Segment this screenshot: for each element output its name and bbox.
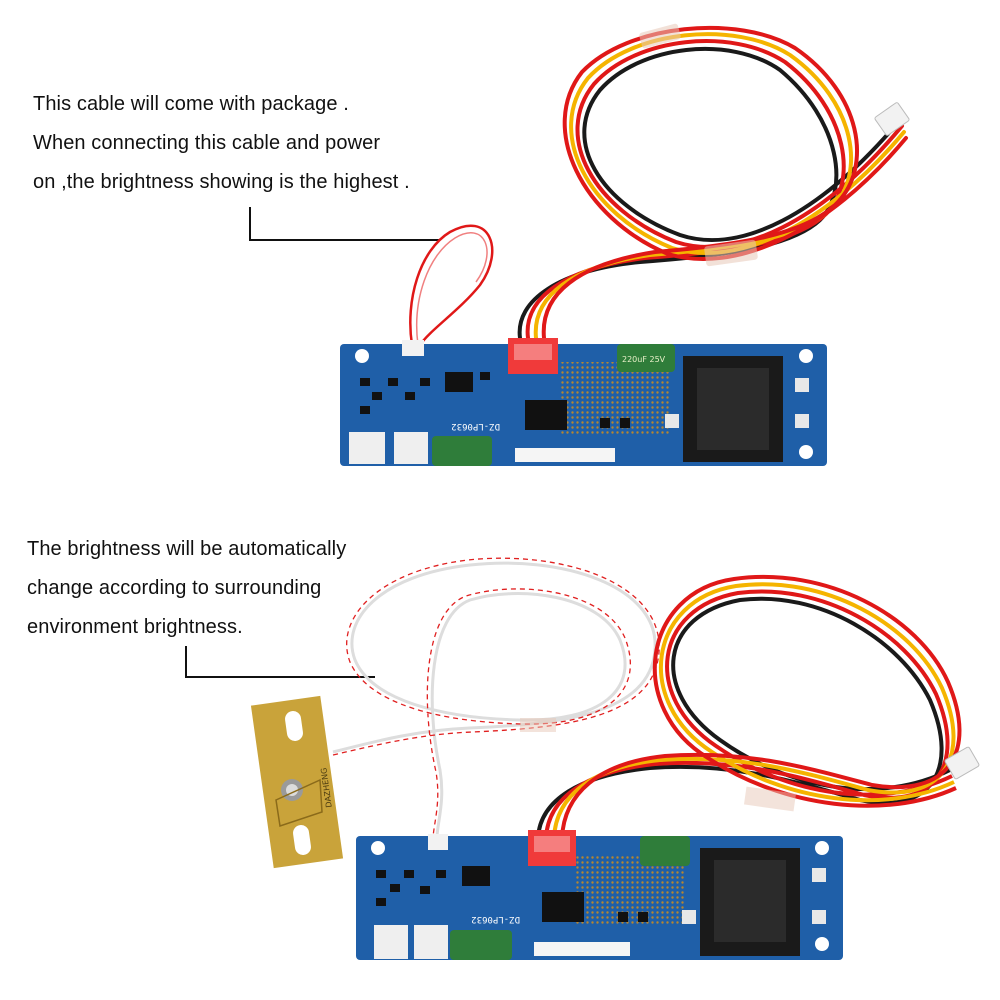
- light-sensor-board: DAZHENG: [250, 695, 344, 869]
- caption-bottom-line-3: environment brightness.: [27, 616, 243, 638]
- caption-top-line-2: When connecting this cable and power: [33, 132, 381, 154]
- caption-top: This cable will come with package . When…: [33, 85, 410, 202]
- caption-top-line-3: on ,the brightness showing is the highes…: [33, 171, 410, 193]
- bottom-assembly: DAZHENG: [250, 557, 980, 960]
- caption-bottom-line-1: The brightness will be automatically: [27, 538, 347, 560]
- top-small-red-loop: [409, 224, 494, 346]
- bottom-pcb: DZ-LP0632: [356, 830, 843, 960]
- bottom-sensor-cable: [332, 557, 660, 839]
- leader-line-bottom: [185, 646, 375, 678]
- top-main-cable: [517, 23, 910, 340]
- bottom-main-cable: [536, 574, 980, 839]
- top-assembly: 220uF 25V DZ-LP0632: [340, 23, 910, 466]
- caption-bottom-line-2: change according to surrounding: [27, 577, 322, 599]
- bottom-board-label: DZ-LP0632: [471, 914, 520, 924]
- caption-top-line-1: This cable will come with package .: [33, 93, 349, 115]
- leader-line-top: [249, 207, 439, 241]
- top-capacitor-label: 220uF 25V: [622, 355, 666, 364]
- top-board-label: DZ-LP0632: [451, 421, 500, 431]
- top-pcb: 220uF 25V DZ-LP0632: [340, 338, 827, 466]
- caption-bottom: The brightness will be automatically cha…: [27, 530, 346, 647]
